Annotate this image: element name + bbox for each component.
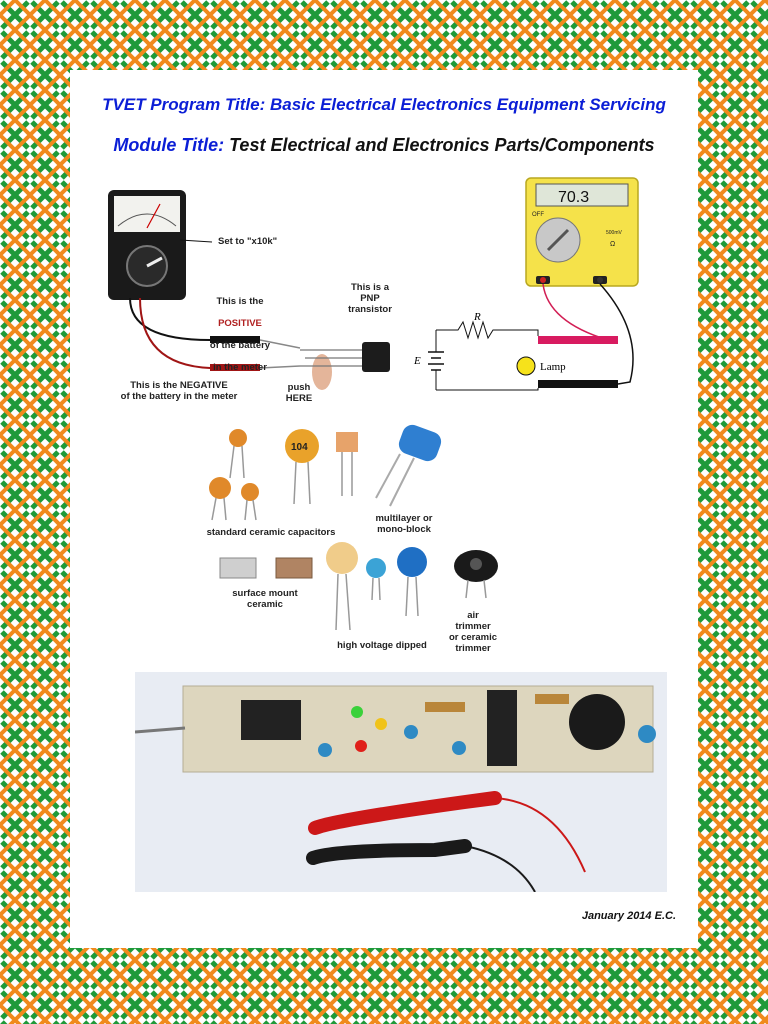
smd-capacitor-grey xyxy=(219,557,257,579)
pnp-transistor xyxy=(362,342,390,372)
resistor-label: R xyxy=(473,311,481,323)
program-title: Basic Electrical Electronics Equipment S… xyxy=(269,95,666,114)
surface-mount-label: surface mount ceramic xyxy=(232,588,298,610)
multilayer-label: multilayer or mono-block xyxy=(375,513,433,535)
module-title-line: Module Title: Test Electrical and Electr… xyxy=(70,135,698,156)
set-range-label: Set to "x10k" xyxy=(218,236,278,247)
finger xyxy=(312,354,332,390)
capacitor-types-figure: 104 xyxy=(209,424,498,631)
high-voltage-label: high voltage dipped xyxy=(337,640,427,651)
battery-label: E xyxy=(413,355,421,367)
red-probe xyxy=(210,364,260,371)
positive-word: POSITIVE xyxy=(218,318,262,329)
ic-chip-right xyxy=(487,690,517,766)
yellow-led xyxy=(375,718,387,730)
box-capacitor xyxy=(336,432,358,452)
red-led xyxy=(355,740,367,752)
lamp-label: Lamp xyxy=(540,361,566,373)
logic-probe-photo xyxy=(135,672,667,892)
ceramic-capacitor-icon xyxy=(229,429,247,447)
push-here-label: push HERE xyxy=(285,382,313,404)
negative-battery-label: This is the NEGATIVE of the battery in t… xyxy=(120,380,238,402)
green-led xyxy=(351,706,363,718)
lamp-icon xyxy=(516,356,536,376)
ic-chip-left xyxy=(241,700,301,740)
off-marking: OFF xyxy=(532,212,544,218)
probe-tip xyxy=(135,726,186,734)
module-title: Test Electrical and Electronics Parts/Co… xyxy=(229,135,655,155)
mv-marking: 500mV xyxy=(606,230,623,236)
black-test-clip xyxy=(306,839,472,865)
footer-date: January 2014 E.C. xyxy=(581,910,676,922)
buzzer xyxy=(569,694,625,750)
disc-capacitor-104 xyxy=(285,429,319,463)
digital-multimeter-figure: 70.3 OFF 500mV Ω R E Lamp xyxy=(413,177,639,391)
pnp-transistor-label: This is a PNP transistor xyxy=(348,282,392,315)
ohm-marking: Ω xyxy=(610,241,615,248)
display-value: 70.3 xyxy=(558,189,589,206)
trimmer-label: air trimmer or ceramic trimmer xyxy=(448,610,498,654)
meter-needle xyxy=(146,203,161,229)
module-label: Module Title: xyxy=(113,135,225,155)
lcd-display xyxy=(535,183,629,207)
hv-capacitor-yellow xyxy=(326,542,358,574)
resistor-symbol xyxy=(436,320,539,340)
test-lead-black xyxy=(538,380,618,388)
multilayer-capacitor xyxy=(398,424,442,462)
program-label: TVET Program Title: xyxy=(102,95,266,114)
red-test-clip xyxy=(308,791,502,835)
standard-ceramic-label: standard ceramic capacitors xyxy=(206,527,336,538)
hv-capacitor-blue xyxy=(397,547,427,577)
test-lead-red xyxy=(538,336,618,344)
positive-battery-label: This is the POSITIVE of the battery in t… xyxy=(209,296,271,373)
black-probe xyxy=(210,336,260,343)
program-title-line: TVET Program Title: Basic Electrical Ele… xyxy=(70,95,698,115)
analog-multimeter-figure xyxy=(108,190,390,390)
svg-text:104: 104 xyxy=(291,442,308,453)
smd-capacitor-brown xyxy=(275,557,313,579)
